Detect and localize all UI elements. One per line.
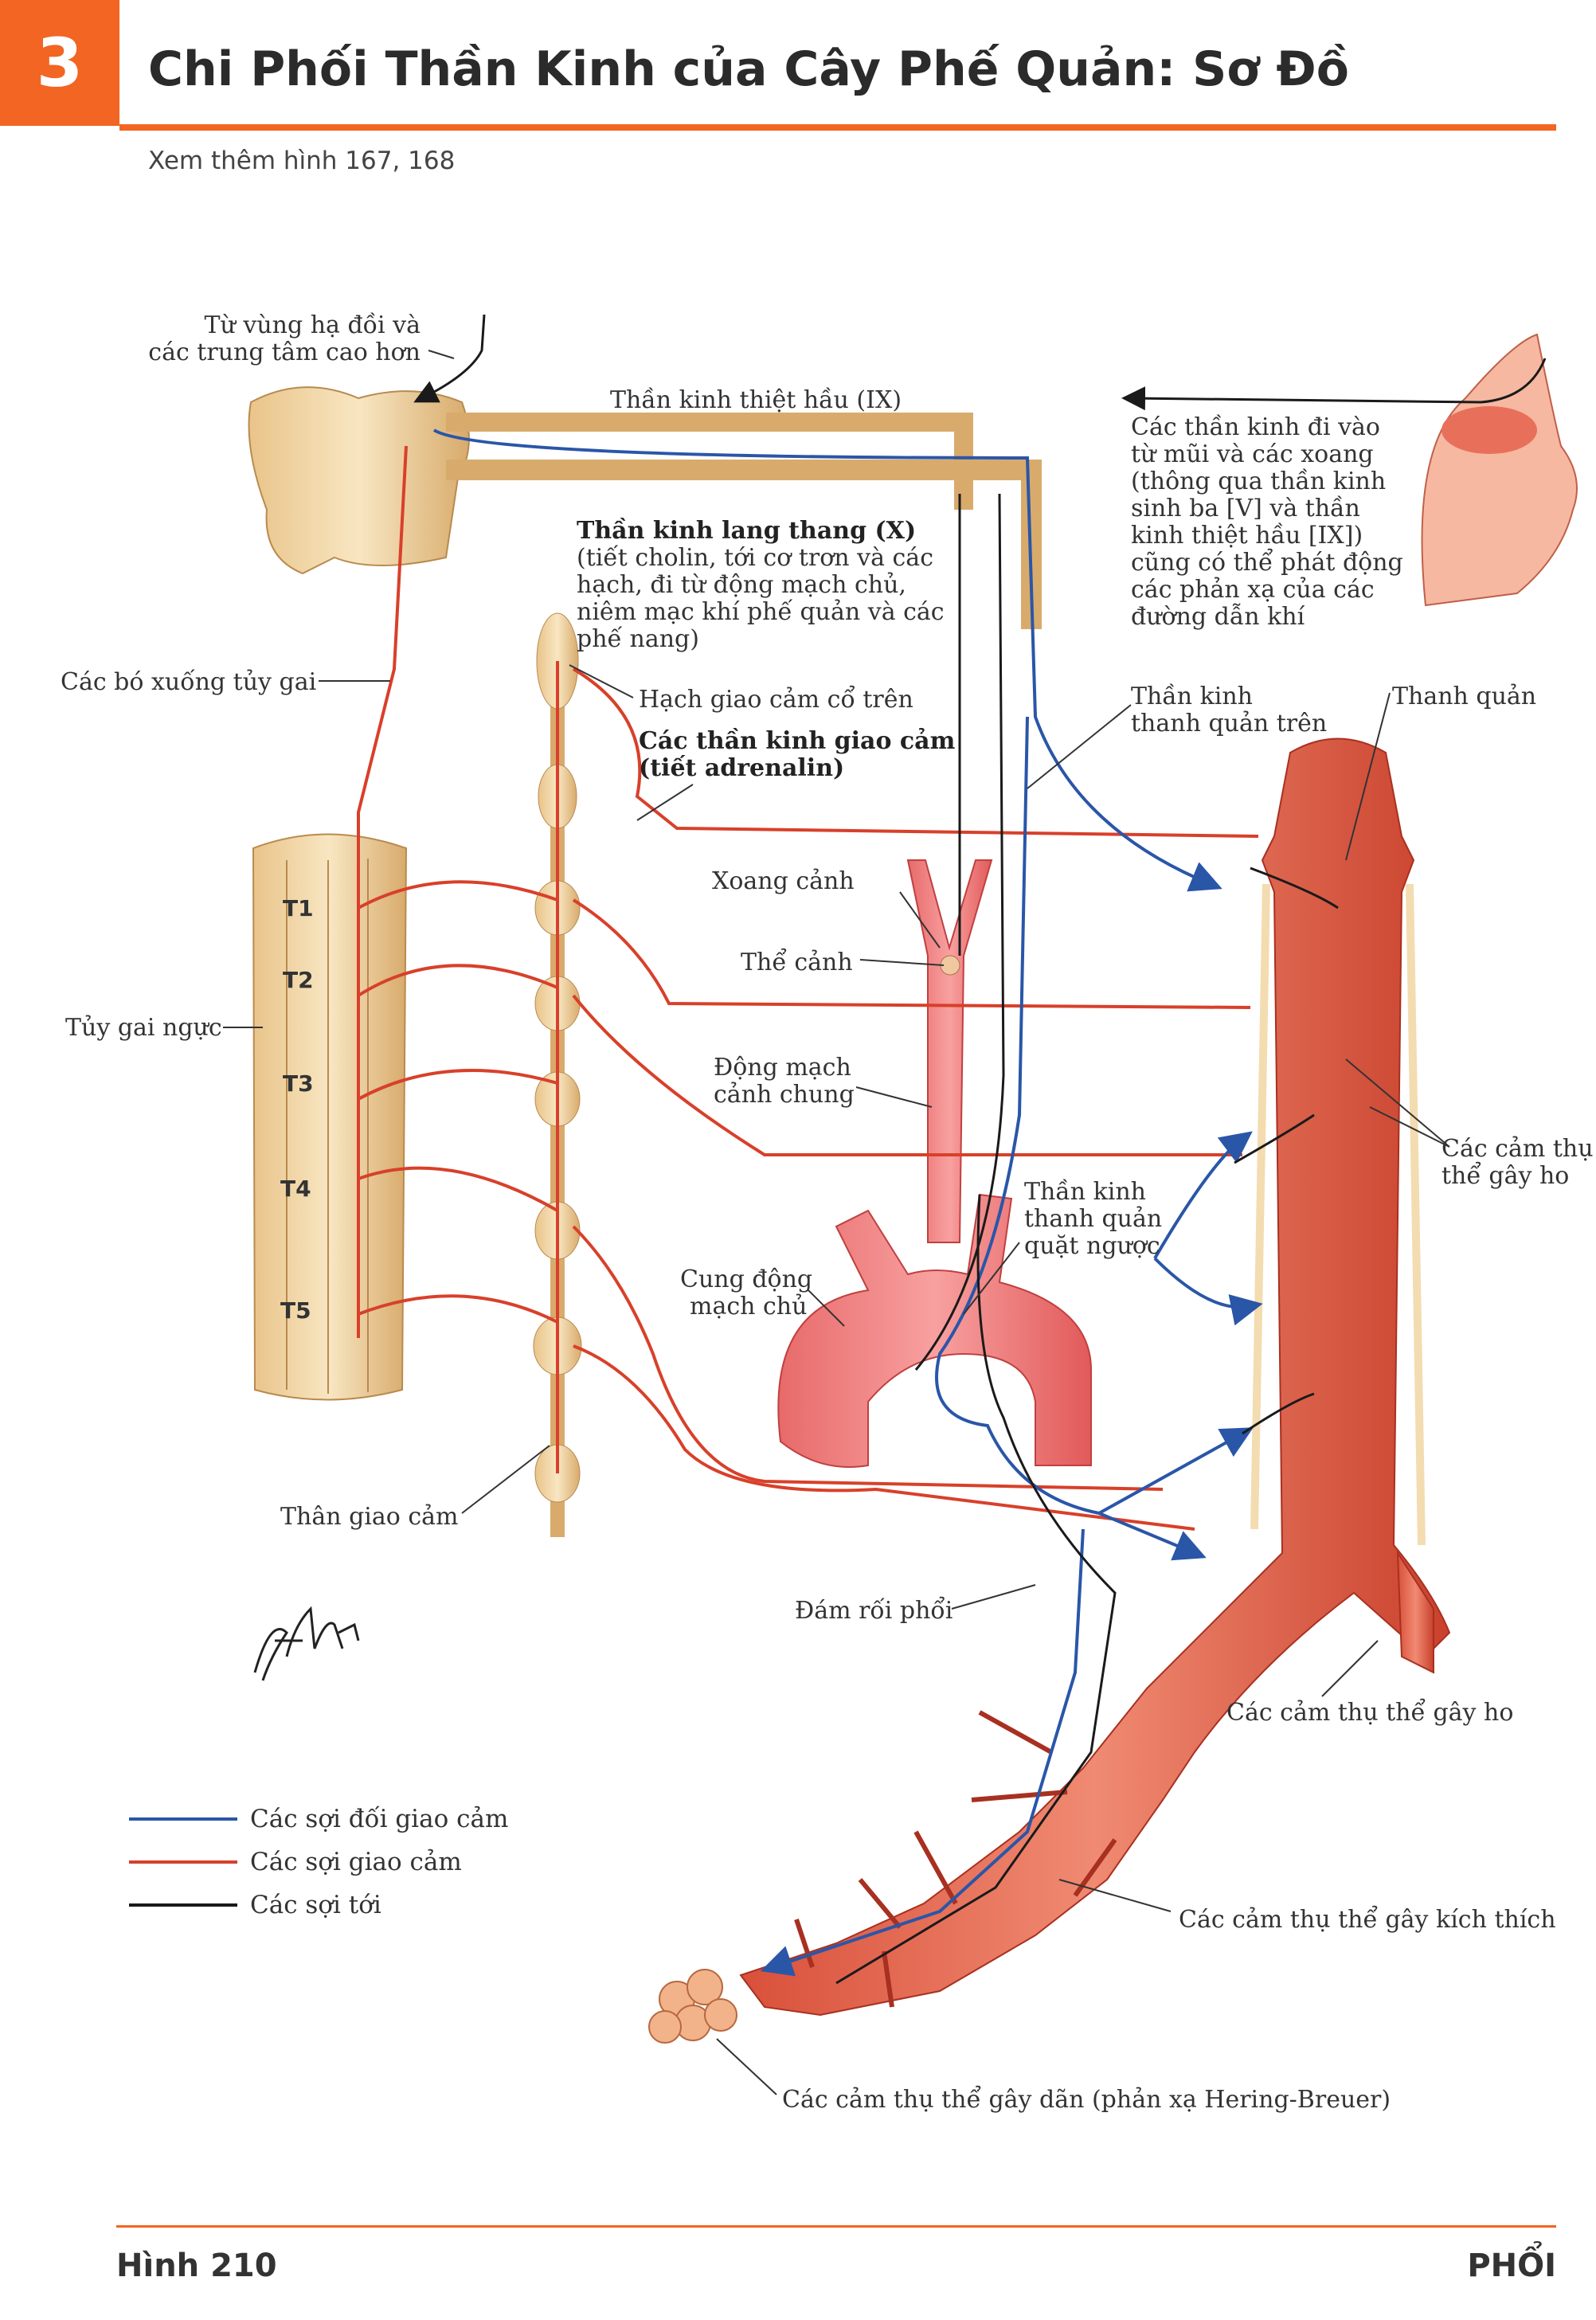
label-recurrent-laryngeal-1: Thần kinh xyxy=(1024,1178,1146,1206)
label-hypothalamus-2: các trung tâm cao hơn xyxy=(148,338,421,366)
legend-label-parasympathetic: Các sợi đối giao cảm xyxy=(250,1805,508,1833)
label-sympathetic-nerves-2: (tiết adrenalin) xyxy=(639,754,844,782)
label-irritant-receptors: Các cảm thụ thể gây kích thích xyxy=(1179,1905,1556,1934)
label-aortic-arch-1: Cung động xyxy=(680,1266,812,1293)
label-vagus-desc-2: hạch, đi từ động mạch chủ, xyxy=(577,571,906,599)
segment-label-t1: T1 xyxy=(283,895,314,921)
label-larynx: Thanh quản xyxy=(1392,683,1536,710)
legend-label-sympathetic: Các sợi giao cảm xyxy=(250,1848,462,1876)
label-aortic-arch-2: mạch chủ xyxy=(690,1293,807,1320)
label-descending-tracts: Các bó xuống tủy gai xyxy=(61,668,316,696)
leader-lines xyxy=(223,350,1450,2095)
label-vagus-desc-4: phế nang) xyxy=(577,625,699,653)
segment-label-t5: T5 xyxy=(280,1297,311,1324)
label-common-carotid-2: cảnh chung xyxy=(714,1081,855,1109)
trachea-and-bronchi xyxy=(648,737,1451,2044)
figure-number: Hình 210 xyxy=(116,2248,277,2284)
aortic-arch xyxy=(777,1193,1092,1468)
label-superior-cervical-ganglion: Hạch giao cảm cổ trên xyxy=(639,685,913,714)
label-stretch-receptors: Các cảm thụ thể gây dãn (phản xạ Hering-… xyxy=(782,2085,1391,2114)
label-nasal-nerves-1: Các thần kinh đi vào xyxy=(1131,413,1380,441)
nasal-cavity-illustration xyxy=(1421,333,1578,607)
chapter-badge: 3 xyxy=(0,0,119,126)
label-recurrent-laryngeal-3: quặt ngược xyxy=(1024,1232,1160,1260)
label-sympathetic-nerves-1: Các thần kinh giao cảm xyxy=(639,727,956,755)
label-sympathetic-trunk: Thân giao cảm xyxy=(280,1503,459,1531)
sympathetic-fibers xyxy=(357,445,1259,1531)
diagram-labels: Từ vùng hạ đồi và các trung tâm cao hơn … xyxy=(61,311,1594,2114)
footer-divider xyxy=(116,2225,1556,2228)
label-superior-laryngeal-1: Thần kinh xyxy=(1131,683,1253,710)
artist-signature xyxy=(253,1606,360,1681)
carotid-artery xyxy=(906,859,993,1243)
see-also-note: Xem thêm hình 167, 168 xyxy=(148,147,456,175)
label-nasal-nerves-6: cũng có thể phát động xyxy=(1131,548,1403,577)
label-vagus-title: Thần kinh lang thang (X) xyxy=(577,517,916,545)
label-nasal-nerves-8: đường dẫn khí xyxy=(1131,603,1305,631)
section-name: PHỔI xyxy=(1467,2248,1556,2284)
label-carotid-body: Thể cảnh xyxy=(741,948,853,976)
label-nasal-nerves-7: các phản xạ của các xyxy=(1131,576,1375,604)
spinal-segment-labels: T1 T2 T3 T4 T5 xyxy=(280,895,314,1324)
label-hypothalamus-1: Từ vùng hạ đồi và xyxy=(205,311,421,339)
label-cough-receptors-upper-1: Các cảm thụ xyxy=(1441,1135,1594,1163)
label-vagus-desc-3: niêm mạc khí phế quản và các xyxy=(577,598,945,626)
header-divider xyxy=(119,124,1556,131)
label-carotid-sinus: Xoang cảnh xyxy=(712,867,855,895)
segment-label-t4: T4 xyxy=(280,1176,311,1202)
label-common-carotid-1: Động mạch xyxy=(714,1054,851,1082)
label-thoracic-spinal-cord: Tủy gai ngực xyxy=(65,1014,222,1042)
brainstem-section xyxy=(248,386,470,575)
legend: Các sợi đối giao cảm Các sợi giao cảm Cá… xyxy=(129,1805,508,1919)
legend-label-afferent: Các sợi tới xyxy=(250,1891,381,1919)
thoracic-spinal-cord xyxy=(252,833,408,1401)
page-title: Chi Phối Thần Kinh của Cây Phế Quản: Sơ … xyxy=(148,41,1349,97)
afferent-fibers xyxy=(413,314,1547,1985)
label-nasal-nerves-4: sinh ba [V] và thần xyxy=(1131,495,1360,522)
label-pulmonary-plexus: Đám rối phổi xyxy=(795,1596,953,1625)
label-recurrent-laryngeal-2: thanh quản xyxy=(1024,1205,1162,1233)
label-glossopharyngeal: Thần kinh thiệt hầu (IX) xyxy=(610,386,902,414)
label-vagus-desc-1: (tiết cholin, tới cơ trơn và các xyxy=(577,544,933,572)
label-nasal-nerves-2: từ mũi và các xoang xyxy=(1131,440,1374,468)
label-nasal-nerves-3: (thông qua thần kinh xyxy=(1131,468,1386,495)
segment-label-t2: T2 xyxy=(283,967,314,993)
label-cough-receptors-upper-2: thể gây ho xyxy=(1441,1161,1569,1190)
label-nasal-nerves-5: kinh thiệt hầu [IX]) xyxy=(1131,522,1363,550)
label-cough-receptors-lower: Các cảm thụ thể gây ho xyxy=(1226,1698,1513,1727)
label-superior-laryngeal-2: thanh quản trên xyxy=(1131,710,1327,737)
segment-label-t3: T3 xyxy=(283,1070,314,1097)
parasympathetic-fibers xyxy=(432,428,1263,1977)
